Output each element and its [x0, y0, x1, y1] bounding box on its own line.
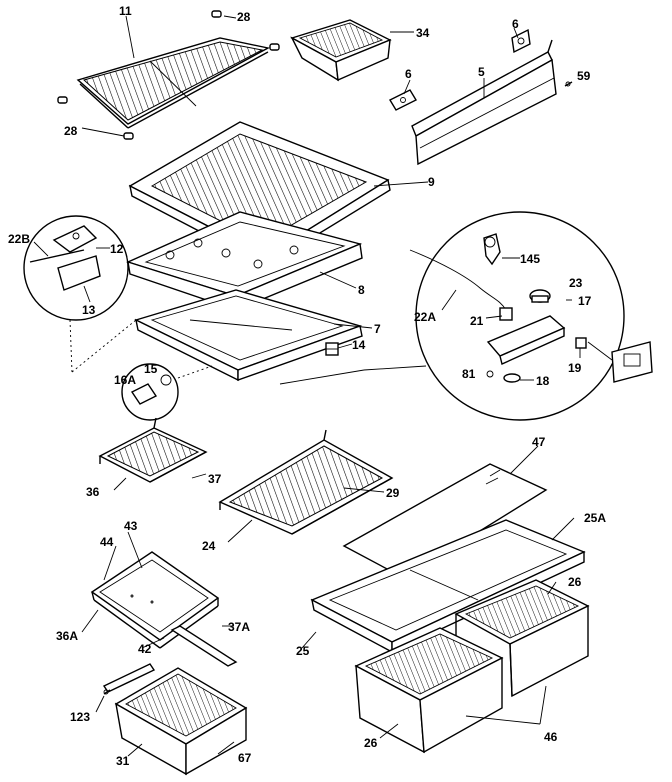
shelf-end-cap-28-bottom	[57, 96, 134, 140]
label-18: 18	[536, 374, 550, 388]
label-43: 43	[124, 519, 138, 533]
label-5: 5	[478, 65, 485, 79]
crisper-pan-26-left	[354, 627, 504, 754]
label-26-bottom: 26	[364, 736, 378, 750]
label-16a: 16A	[114, 373, 136, 387]
label-7: 7	[374, 322, 381, 336]
label-13: 13	[82, 303, 96, 317]
label-28-top: 28	[237, 10, 251, 24]
label-21: 21	[470, 314, 484, 328]
shelf-support-rail-5	[411, 39, 557, 166]
label-11: 11	[119, 4, 132, 18]
label-19: 19	[568, 361, 582, 375]
label-25a: 25A	[584, 511, 606, 525]
clip-19	[575, 337, 587, 349]
label-123: 123	[70, 710, 90, 724]
bracket-6-upper	[511, 28, 531, 54]
label-67: 67	[238, 751, 252, 765]
shelf-end-cap-28-top	[211, 10, 280, 51]
label-25: 25	[296, 644, 310, 658]
label-22a: 22A	[414, 310, 436, 324]
label-26-right: 26	[568, 575, 582, 589]
label-36: 36	[86, 485, 100, 499]
detail-circle-small	[121, 363, 213, 421]
wire-shelf-11	[76, 37, 271, 129]
crisper-tray-43	[90, 551, 220, 649]
switch-23	[529, 289, 551, 303]
label-145: 145	[520, 252, 540, 266]
trim-strip-37a	[170, 625, 238, 667]
wire-shelf-24	[218, 429, 394, 535]
label-29: 29	[386, 486, 400, 500]
label-22b: 22B	[8, 232, 30, 246]
support-frame-7	[134, 289, 363, 382]
label-6-lower: 6	[405, 67, 412, 81]
light-housing-17	[486, 315, 566, 365]
label-6-upper: 6	[512, 17, 519, 31]
label-37a: 37A	[228, 620, 250, 634]
label-24: 24	[202, 539, 216, 553]
detail-circle-left	[23, 215, 137, 373]
label-47: 47	[532, 435, 546, 449]
wire-shelf-36	[98, 417, 208, 483]
label-17: 17	[578, 294, 592, 308]
label-81: 81	[462, 367, 476, 381]
connector-21	[499, 307, 513, 321]
screw-59	[564, 81, 573, 87]
label-12: 12	[110, 242, 124, 256]
part-labels: 11 28 28 34 6 6 5 59 9 22B 12 13 8 145 2…	[8, 4, 606, 768]
screw-81	[486, 370, 494, 378]
leader-lines	[33, 15, 581, 757]
bracket-6-lower	[389, 89, 417, 111]
switch-cover-inset	[587, 341, 653, 383]
screw-123	[103, 689, 111, 695]
label-44: 44	[100, 535, 114, 549]
label-46: 46	[544, 730, 558, 744]
label-9: 9	[428, 175, 435, 189]
label-36a: 36A	[56, 629, 78, 643]
label-14: 14	[352, 338, 366, 352]
small-pan-31	[114, 667, 248, 776]
label-31: 31	[116, 754, 130, 768]
label-28-bottom: 28	[64, 124, 78, 138]
label-37: 37	[208, 472, 222, 486]
crisper-pan-26-right	[454, 579, 590, 698]
glass-panel-47	[342, 463, 548, 579]
label-15: 15	[144, 362, 158, 376]
utility-bin-34	[290, 19, 392, 82]
detail-circle-right	[279, 211, 625, 421]
label-42: 42	[138, 642, 152, 656]
label-34: 34	[416, 26, 430, 40]
lamp-socket-145	[483, 233, 501, 266]
label-23: 23	[569, 276, 583, 290]
clip-14	[325, 342, 339, 356]
label-8: 8	[358, 283, 365, 297]
pan-cover-frame-8	[126, 211, 363, 312]
label-59: 59	[577, 69, 591, 83]
lamp-base-18	[503, 373, 521, 383]
